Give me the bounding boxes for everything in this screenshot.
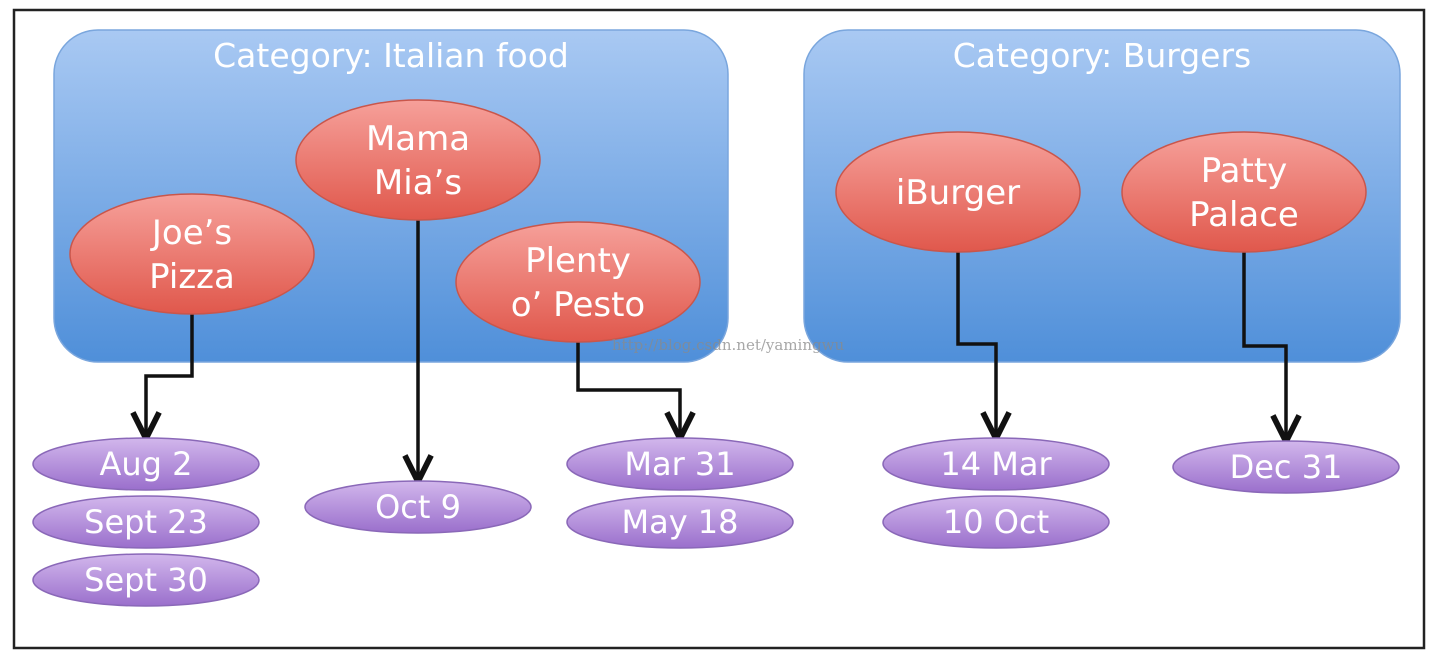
- date-14-mar: 14 Mar: [882, 437, 1110, 491]
- restaurant-ellipse: [295, 99, 541, 221]
- date-ellipse: [1172, 440, 1400, 494]
- date-may-18: May 18: [566, 495, 794, 549]
- restaurant-name-line: Palace: [1189, 195, 1299, 235]
- date-label: May 18: [621, 503, 738, 541]
- date-ellipse: [882, 495, 1110, 549]
- restaurant-name-line: o’ Pesto: [511, 285, 645, 325]
- date-ellipse: [882, 437, 1110, 491]
- category-burgers: Category: Burgers: [803, 29, 1401, 363]
- restaurant-name-line: Patty: [1201, 151, 1288, 191]
- date-sept-30: Sept 30: [32, 553, 260, 607]
- date-ellipse: [566, 437, 794, 491]
- restaurant-name-line: Plenty: [525, 241, 631, 281]
- date-ellipse: [32, 553, 260, 607]
- date-oct-9: Oct 9: [304, 480, 532, 534]
- date-label: Mar 31: [624, 445, 735, 483]
- date-mar-31: Mar 31: [566, 437, 794, 491]
- restaurant-name-line: Mia’s: [374, 163, 462, 203]
- date-label: Oct 9: [375, 488, 461, 526]
- arrow-patty-palace: [1242, 252, 1286, 439]
- date-ellipse: [304, 480, 532, 534]
- restaurant-ellipse: [455, 221, 701, 343]
- category-title: Category: Italian food: [213, 36, 569, 75]
- date-ellipse: [32, 437, 260, 491]
- date-label: Aug 2: [99, 445, 192, 483]
- date-ellipse: [32, 495, 260, 549]
- date-label: 14 Mar: [940, 445, 1052, 483]
- date-dec-31: Dec 31: [1172, 440, 1400, 494]
- date-aug-2: Aug 2: [32, 437, 260, 491]
- restaurant-name-line: Pizza: [149, 257, 235, 297]
- watermark: http://blog.csdn.net/yamingwu: [612, 336, 845, 354]
- category-title: Category: Burgers: [953, 36, 1252, 75]
- restaurant-ellipse: [1121, 131, 1367, 253]
- restaurant-ellipse: [69, 193, 315, 315]
- date-ellipse: [566, 495, 794, 549]
- restaurant-name-line: Joe’s: [150, 213, 232, 253]
- restaurant-name-line: Mama: [366, 119, 470, 159]
- restaurant-iburger: iBurger: [835, 131, 1081, 253]
- date-label: Sept 23: [84, 503, 208, 541]
- arrow-iburger: [956, 252, 996, 436]
- arrow-plenty-o-pesto: [576, 342, 680, 436]
- date-10-oct: 10 Oct: [882, 495, 1110, 549]
- arrow-joes-pizza: [146, 314, 194, 436]
- restaurant-name-line: iBurger: [896, 173, 1020, 213]
- date-label: Dec 31: [1230, 448, 1343, 486]
- date-label: Sept 30: [84, 561, 208, 599]
- date-sept-23: Sept 23: [32, 495, 260, 549]
- restaurant-ellipse: [835, 131, 1081, 253]
- category-box: [803, 29, 1401, 363]
- date-label: 10 Oct: [943, 503, 1049, 541]
